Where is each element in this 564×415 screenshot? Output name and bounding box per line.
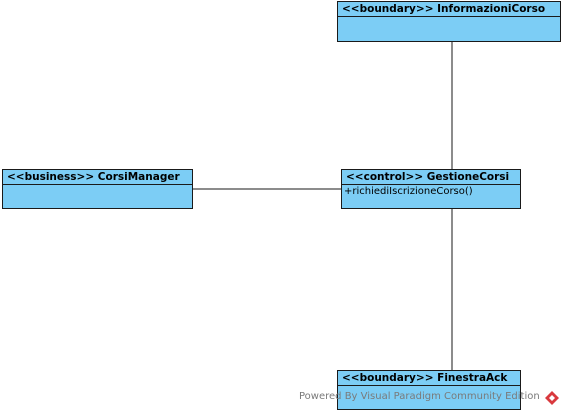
class-header: <<boundary>> InformazioniCorso [338, 2, 560, 17]
class-header: <<business>> CorsiManager [3, 170, 192, 185]
class-header: <<boundary>> FinestraAck [338, 371, 520, 386]
visual-paradigm-logo-icon [545, 391, 559, 405]
class-header: <<control>> GestioneCorsi [342, 170, 520, 185]
class-operation: +richiediIscrizioneCorso() [344, 186, 473, 197]
class-finestraack[interactable]: <<boundary>> FinestraAck [337, 370, 521, 410]
class-corsimanager[interactable]: <<business>> CorsiManager [2, 169, 193, 209]
watermark-text: Powered By Visual Paradigm Community Edi… [299, 391, 540, 402]
class-gestionecorsi[interactable]: <<control>> GestioneCorsi +richiediIscri… [341, 169, 521, 209]
class-informazionicorso[interactable]: <<boundary>> InformazioniCorso [337, 1, 561, 42]
